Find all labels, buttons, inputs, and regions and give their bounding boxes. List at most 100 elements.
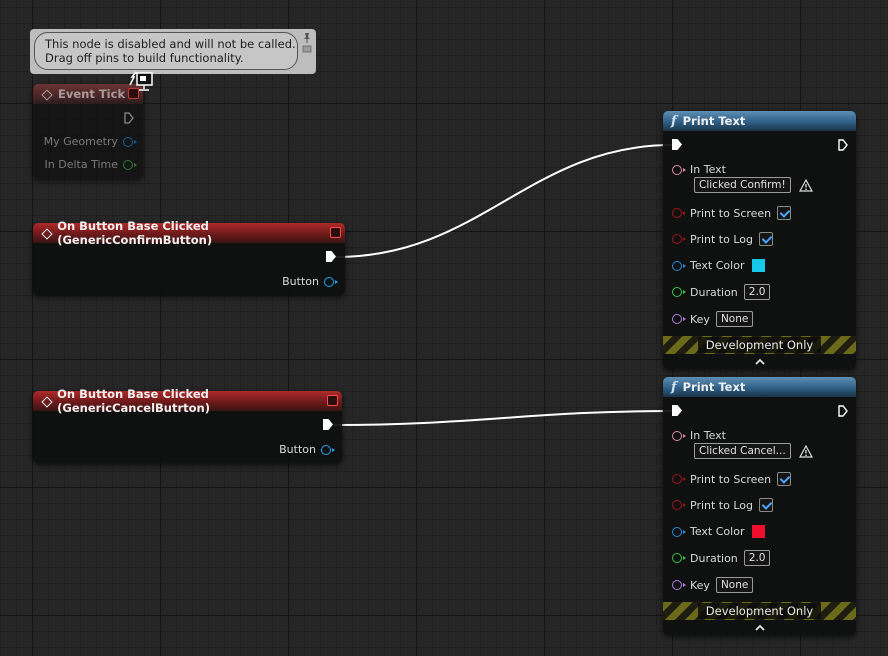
object-pin-icon[interactable]: [324, 276, 338, 287]
exec-wire-cancel[interactable]: [333, 410, 673, 426]
bool-pin-icon[interactable]: [672, 208, 686, 218]
warning-icon: [798, 178, 813, 192]
float-pin-icon[interactable]: [672, 553, 686, 563]
duration-input[interactable]: 2.0: [743, 284, 771, 300]
cancel-exec-out[interactable]: [323, 419, 333, 430]
monitor-icon: [129, 71, 153, 91]
delegate-pin[interactable]: [330, 227, 341, 238]
struct-pin-icon[interactable]: [123, 136, 137, 147]
key-pin[interactable]: Key None: [672, 311, 754, 327]
exec-out-pin[interactable]: [838, 139, 848, 151]
key-label: Key: [690, 312, 710, 326]
name-pin-icon[interactable]: [672, 314, 686, 324]
confirm-event-title: On Button Base Clicked (GenericConfirmBu…: [57, 219, 213, 247]
text-pin-icon[interactable]: [672, 164, 686, 175]
exec-out-icon[interactable]: [326, 251, 336, 262]
confirm-clicked-event-node[interactable]: On Button Base Clicked (GenericConfirmBu…: [33, 219, 345, 295]
collapse-chevron-icon[interactable]: [663, 355, 856, 367]
print-log-label: Print to Log: [690, 232, 753, 246]
print-screen-checkbox[interactable]: [777, 472, 792, 486]
exec-out-icon[interactable]: [323, 419, 333, 430]
in-text-label: In Text: [690, 429, 726, 442]
object-pin-icon[interactable]: [321, 444, 335, 455]
my-geometry-pin[interactable]: My Geometry: [44, 135, 137, 148]
in-text-label: In Text: [690, 163, 726, 176]
float-pin-icon[interactable]: [672, 287, 686, 297]
exec-in-icon[interactable]: [672, 139, 682, 150]
color-pin-icon[interactable]: [672, 260, 686, 271]
event-diamond-icon: [41, 89, 52, 100]
exec-out-pin[interactable]: [838, 405, 848, 417]
cancel-event-title: On Button Base Clicked (GenericCancelBut…: [57, 387, 210, 415]
key-input[interactable]: None: [715, 311, 754, 327]
color-pin-icon[interactable]: [672, 526, 686, 537]
exec-in-icon[interactable]: [672, 405, 682, 416]
print-text-title: Print Text: [682, 380, 746, 394]
tooltip-line-2: Drag off pins to build functionality.: [45, 51, 244, 65]
print-log-pin[interactable]: Print to Log: [672, 232, 773, 246]
cancel-event-header[interactable]: On Button Base Clicked (GenericCancelBut…: [33, 387, 342, 415]
delta-time-label: In Delta Time: [44, 158, 118, 171]
in-text-input[interactable]: Clicked Cancel...: [694, 443, 791, 459]
confirm-button-pin[interactable]: Button: [282, 275, 338, 288]
exec-out-icon[interactable]: [838, 405, 848, 417]
duration-input[interactable]: 2.0: [743, 550, 771, 566]
text-color-swatch[interactable]: [751, 524, 767, 539]
exec-in-pin[interactable]: [672, 405, 682, 416]
function-icon: f: [671, 379, 677, 395]
bool-pin-icon[interactable]: [672, 500, 686, 510]
development-only-label: Development Only: [697, 603, 822, 619]
text-color-swatch[interactable]: [751, 258, 767, 273]
button-pin-label: Button: [282, 275, 319, 288]
in-text-field-row: Clicked Confirm!: [688, 177, 813, 193]
cancel-button-pin[interactable]: Button: [279, 443, 335, 456]
cancel-clicked-event-node[interactable]: On Button Base Clicked (GenericCancelBut…: [33, 387, 342, 463]
print-log-pin[interactable]: Print to Log: [672, 498, 773, 512]
collapse-chevron-icon[interactable]: [663, 621, 856, 633]
print-screen-pin[interactable]: Print to Screen: [672, 206, 792, 220]
print-screen-label: Print to Screen: [690, 206, 772, 220]
delta-time-pin[interactable]: In Delta Time: [44, 158, 137, 171]
event-diamond-icon: [41, 396, 51, 407]
event-tick-node[interactable]: Event Tick My Geometry In Delta Time: [33, 84, 143, 178]
bool-pin-icon[interactable]: [672, 234, 686, 244]
print-screen-checkbox[interactable]: [777, 206, 792, 220]
print-log-checkbox[interactable]: [759, 498, 773, 512]
print-screen-pin[interactable]: Print to Screen: [672, 472, 792, 486]
print-text-header[interactable]: f Print Text: [663, 377, 856, 397]
exec-wire-confirm[interactable]: [335, 144, 673, 258]
text-color-label: Text Color: [690, 525, 745, 538]
in-text-pin[interactable]: In Text: [672, 429, 726, 442]
in-text-pin[interactable]: In Text: [672, 163, 726, 176]
duration-pin[interactable]: Duration 2.0: [672, 550, 771, 566]
delegate-pin[interactable]: [128, 88, 139, 99]
event-tick-header[interactable]: Event Tick: [33, 84, 143, 104]
float-pin-icon[interactable]: [123, 159, 137, 170]
disabled-node-tooltip: This node is disabled and will not be ca…: [30, 29, 316, 74]
duration-label: Duration: [690, 551, 738, 565]
development-only-label: Development Only: [697, 337, 822, 353]
name-pin-icon[interactable]: [672, 580, 686, 590]
bool-pin-icon[interactable]: [672, 474, 686, 484]
pin-tooltip-icon[interactable]: [302, 32, 312, 54]
confirm-exec-out[interactable]: [326, 251, 336, 262]
duration-pin[interactable]: Duration 2.0: [672, 284, 771, 300]
delegate-pin[interactable]: [327, 395, 338, 406]
print-text-node-confirm[interactable]: f Print Text In Text Clicked Confirm! Pr…: [663, 111, 856, 369]
development-only-banner: Development Only: [663, 602, 856, 620]
exec-in-pin[interactable]: [672, 139, 682, 150]
print-log-checkbox[interactable]: [759, 232, 773, 246]
confirm-event-header[interactable]: On Button Base Clicked (GenericConfirmBu…: [33, 219, 345, 247]
print-text-header[interactable]: f Print Text: [663, 111, 856, 131]
exec-out-icon[interactable]: [838, 139, 848, 151]
in-text-input[interactable]: Clicked Confirm!: [694, 177, 791, 193]
key-pin[interactable]: Key None: [672, 577, 754, 593]
key-input[interactable]: None: [715, 577, 754, 593]
print-log-label: Print to Log: [690, 498, 753, 512]
print-text-node-cancel[interactable]: f Print Text In Text Clicked Cancel... P…: [663, 377, 856, 635]
text-color-pin[interactable]: Text Color: [672, 258, 767, 273]
text-color-pin[interactable]: Text Color: [672, 524, 767, 539]
event-tick-exec-out[interactable]: [124, 112, 134, 124]
text-pin-icon[interactable]: [672, 430, 686, 441]
text-color-label: Text Color: [690, 259, 745, 272]
